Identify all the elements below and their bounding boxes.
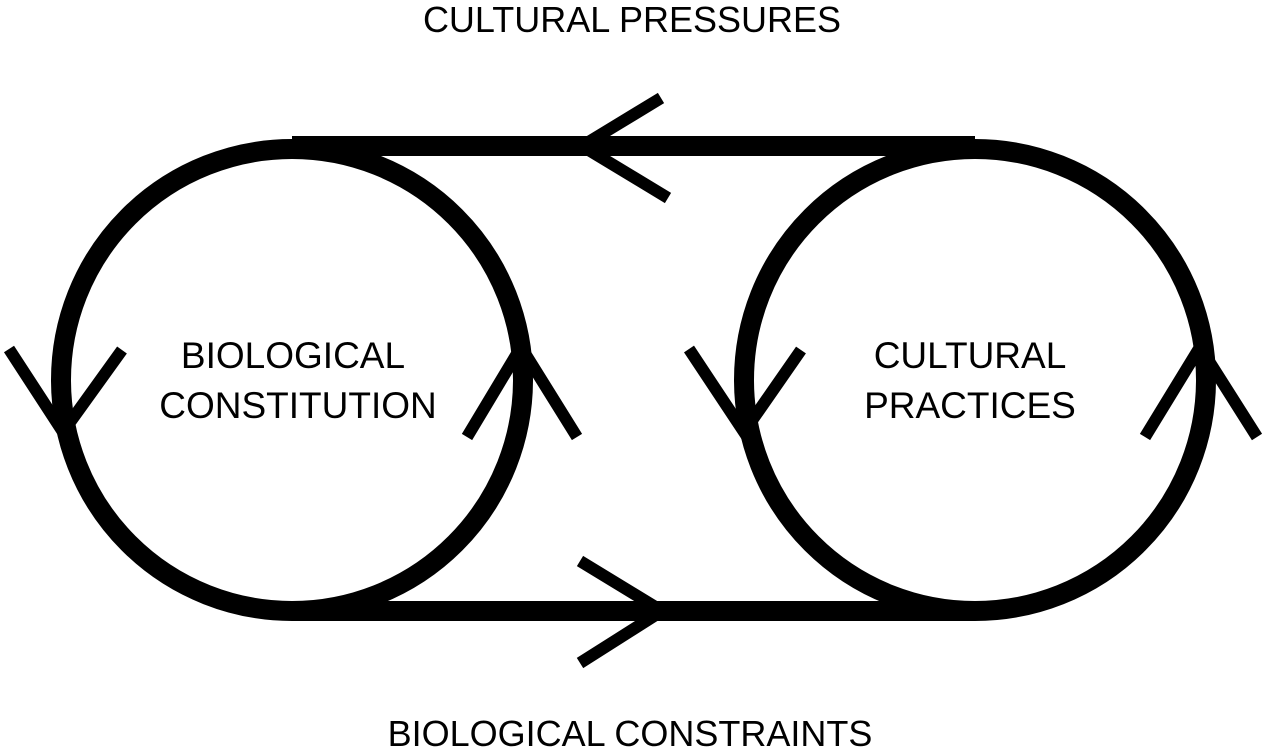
cultural-practices-circle: [734, 139, 1216, 621]
biological-constitution-label-line2: CONSTITUTION: [159, 385, 436, 426]
cultural-practices-label-line2: PRACTICES: [864, 385, 1076, 426]
biological-constitution-circle: [51, 139, 533, 621]
cultural-practices-label-line1: CULTURAL: [874, 335, 1067, 376]
biological-constraints-label: BIOLOGICAL CONSTRAINTS: [388, 713, 873, 753]
arrow-left-icon: [570, 92, 672, 204]
arrow-down-icon: [3, 345, 127, 443]
arrow-down-icon: [683, 345, 806, 443]
arrow-up-icon: [1139, 335, 1263, 441]
arrow-up-icon: [461, 335, 583, 441]
cultural-pressures-label: CULTURAL PRESSURES: [423, 0, 841, 40]
arrow-right-icon: [576, 555, 674, 669]
biological-constitution-label-line1: BIOLOGICAL: [181, 335, 405, 376]
